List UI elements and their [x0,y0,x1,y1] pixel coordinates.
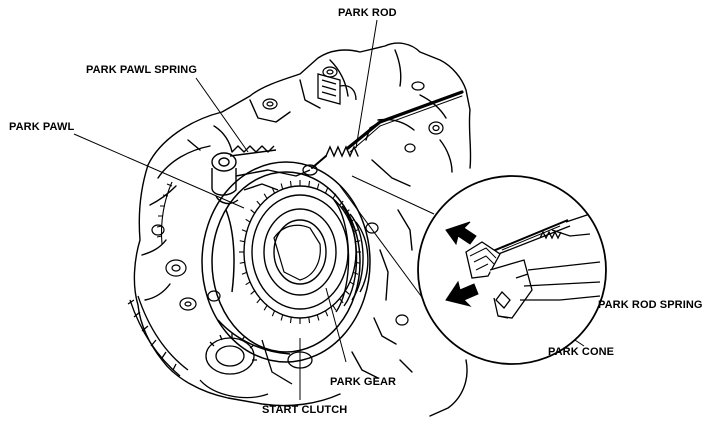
start-clutch [201,161,371,363]
arrow-up-left-icon [445,221,477,246]
label-park-cone: PARK CONE [548,346,615,358]
label-park-rod-spring: PARK ROD SPRING [598,299,703,311]
housing-bolts [151,66,444,326]
arrow-down-left-icon [445,280,479,307]
label-park-rod: PARK ROD [338,7,397,19]
park-rod [302,90,464,176]
label-park-gear: PARK GEAR [330,376,397,388]
detail-inset [417,175,607,365]
input-gear-teeth [156,181,173,245]
lower-gears [127,295,313,399]
label-start-clutch: START CLUTCH [262,404,348,416]
connector-housing [317,73,357,105]
park-gear [239,180,369,324]
label-park-pawl: PARK PAWL [9,121,75,133]
label-park-pawl-spring: PARK PAWL SPRING [86,64,197,76]
transmission-housing [133,42,472,417]
park-pawl-assembly [211,145,311,205]
